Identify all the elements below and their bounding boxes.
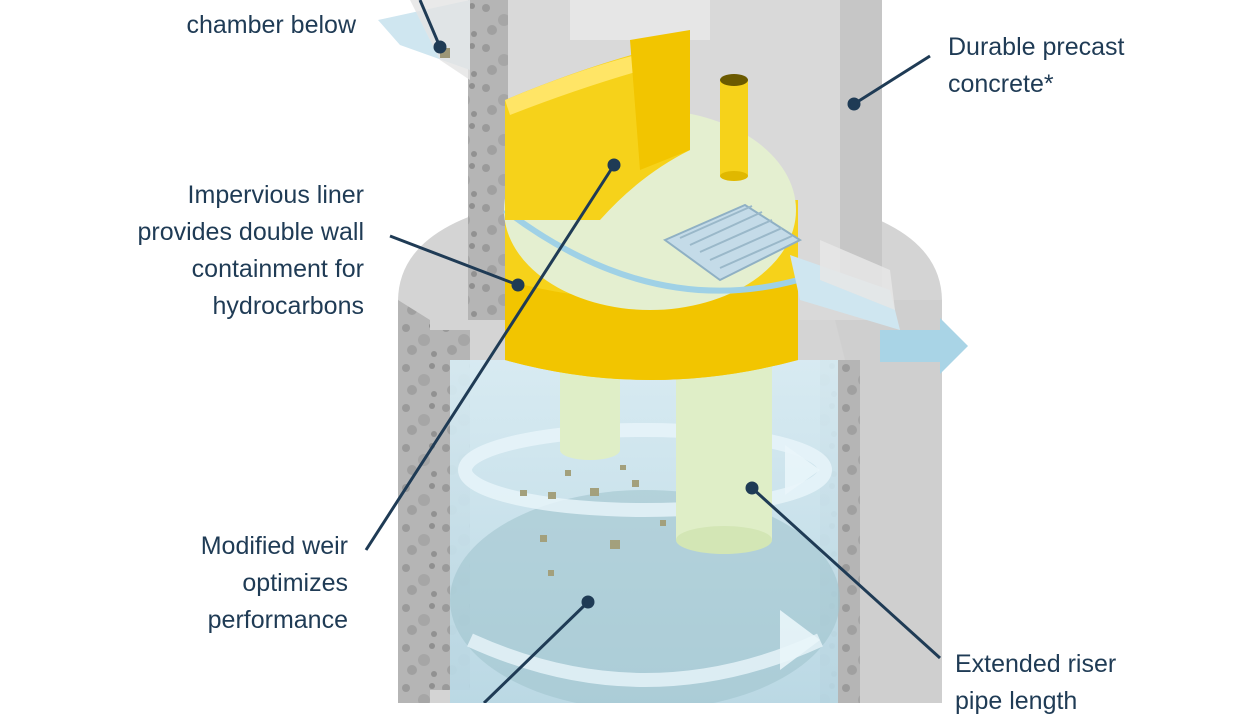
label-weir-line2: optimizes: [242, 569, 348, 597]
label-riser-line1: Extended riser: [955, 650, 1117, 678]
leader-lines: [364, 0, 942, 703]
label-liner-line2: provides double wall: [137, 218, 364, 246]
label-precast-concrete-line1: Durable precast: [948, 33, 1125, 61]
label-chamber-below: chamber below: [186, 11, 356, 39]
label-precast-concrete-line2: concrete*: [948, 70, 1054, 98]
vent-pipe: [720, 74, 748, 181]
label-liner-line1: Impervious liner: [187, 181, 364, 209]
outlet-pipe: [790, 240, 968, 374]
outlet-grate: [663, 203, 803, 282]
modified-weir: [505, 30, 690, 220]
water-body: [450, 360, 840, 703]
label-liner-line4: hydrocarbons: [212, 292, 364, 320]
sediment-particles: [520, 465, 666, 576]
label-modified-weir: Modified weir optimizes performance: [100, 528, 348, 639]
label-liner-line3: containment for: [191, 255, 364, 283]
label-extended-riser: Extended riser pipe length: [955, 646, 1116, 720]
separator-cutaway-diagram: [364, 0, 968, 703]
label-weir-line3: performance: [207, 606, 348, 634]
label-precast-concrete: Durable precast concrete*: [948, 29, 1124, 103]
label-weir-line1: Modified weir: [200, 532, 348, 560]
label-impervious-liner: Impervious liner provides double wall co…: [60, 177, 364, 325]
label-riser-line2: pipe length: [955, 687, 1078, 715]
inlet-pipe: [378, 0, 470, 80]
